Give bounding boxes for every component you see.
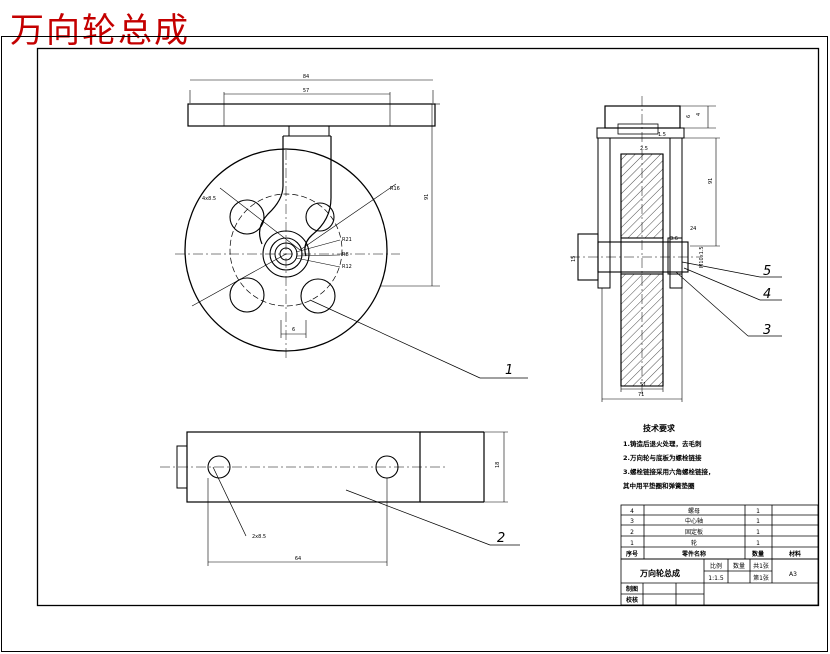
tech-item: 其中用平垫圈和弹簧垫圈	[623, 481, 695, 490]
dim-plan-span: 64	[295, 556, 301, 562]
parts-row-qty: 1	[756, 540, 760, 547]
title-block-sheet-no: 第1张	[753, 574, 769, 582]
tech-requirements: 技术要求 1.铸造后退火处理，去毛刺 2.万向轮与底板为螺栓链接 3.螺栓链接采…	[623, 423, 715, 490]
parts-row-name: 螺母	[688, 507, 700, 515]
parts-row-name: 中心轴	[685, 517, 703, 525]
dim-side-small2: 1.5	[658, 132, 666, 138]
dim-front-r1: R16	[390, 186, 400, 192]
title-block-material: A3	[789, 571, 797, 578]
nut	[667, 237, 683, 275]
mounting-plate	[187, 103, 436, 127]
plan-view: 2x8.5 64 18 2	[160, 431, 520, 566]
parts-row-name: 轮	[691, 539, 697, 547]
tech-item: 2.万向轮与底板为螺栓链接	[623, 453, 702, 462]
fork-leg-right	[669, 137, 683, 289]
stem	[288, 125, 330, 137]
dim-front-height: 91	[424, 194, 430, 200]
fork-leg-left	[597, 137, 611, 289]
dim-front-bottom: 6	[292, 327, 295, 333]
parts-row-qty: 1	[756, 508, 760, 515]
dim-side-total-width: 71	[638, 392, 644, 398]
dim-front-r3: R8	[342, 252, 349, 258]
parts-row-no: 2	[630, 529, 634, 536]
parts-header-qty: 数量	[752, 550, 764, 558]
dim-side-hub: 24	[690, 226, 696, 232]
front-view: 84 57	[175, 74, 528, 379]
title-block-count-label: 数量	[733, 562, 745, 570]
title-block-name: 万向轮总成	[639, 568, 680, 578]
parts-row-no: 1	[630, 540, 634, 547]
side-view: 6 4 91 2.5 1.5 15 24 3.6 M10x1.5 51 71 5	[570, 96, 782, 402]
side-top-plate	[604, 105, 681, 129]
parts-row-no: 3	[630, 518, 634, 525]
tech-item: 3.螺栓链接采用六角螺栓链接，	[623, 467, 715, 476]
dim-side-axle: 15	[571, 256, 577, 262]
tech-heading: 技术要求	[643, 423, 676, 433]
dim-side-nut: 3.6	[670, 236, 678, 242]
dim-side-top-h: 6	[686, 115, 692, 118]
outer-border	[1, 36, 828, 652]
title-block-scale: 1:1.5	[708, 575, 724, 582]
dim-side-thread: M10x1.5	[699, 246, 705, 268]
dim-front-holes: 4x8.5	[202, 196, 216, 202]
parts-header-no: 序号	[625, 550, 638, 558]
dim-side-wheel-width: 51	[640, 382, 646, 388]
inner-border	[36, 47, 820, 607]
tech-item: 1.铸造后退火处理，去毛刺	[623, 439, 702, 448]
dim-front-top-width: 84	[303, 74, 309, 80]
hole	[229, 277, 265, 313]
dim-plan-height: 18	[495, 462, 501, 468]
dim-front-inner-width: 57	[303, 88, 309, 94]
parts-row-no: 4	[630, 508, 634, 515]
dim-side-gap: 4	[696, 113, 702, 116]
title-block: 万向轮总成 比例 数量 共1张 1:1.5 第1张 A3 制图 校核	[620, 558, 819, 606]
dim-side-height: 91	[708, 178, 714, 184]
parts-row-qty: 1	[756, 518, 760, 525]
parts-row-name: 固定板	[685, 528, 703, 536]
dim-plan-hole: 2x8.5	[252, 534, 266, 540]
dim-side-small: 2.5	[640, 146, 648, 152]
plan-hole	[207, 455, 231, 479]
hole	[300, 278, 336, 314]
callout-4: 4	[763, 287, 771, 302]
dim-front-r2: R21	[342, 237, 352, 243]
title-block-checked: 校核	[626, 596, 638, 604]
title-block-drawn: 制图	[626, 585, 638, 593]
fork-arm	[258, 136, 284, 245]
hole	[305, 202, 335, 232]
callout-2: 2	[497, 531, 505, 546]
parts-list: 4 螺母 1 3 中心轴 1 2 固定板 1 1 轮 1 序号 零件名称 数量 …	[620, 504, 819, 560]
parts-row-qty: 1	[756, 529, 760, 536]
parts-header-name: 零件名称	[681, 550, 706, 558]
title-block-scale-label: 比例	[710, 562, 722, 570]
hole	[229, 199, 265, 235]
parts-header-material: 材料	[788, 550, 801, 558]
callout-1: 1	[505, 363, 513, 378]
drawing-title: 万向轮总成	[10, 11, 190, 51]
callout-3: 3	[763, 323, 771, 338]
title-block-sheet: 共1张	[753, 562, 769, 570]
callout-5: 5	[763, 264, 771, 279]
dim-front-r4: R12	[342, 264, 352, 270]
